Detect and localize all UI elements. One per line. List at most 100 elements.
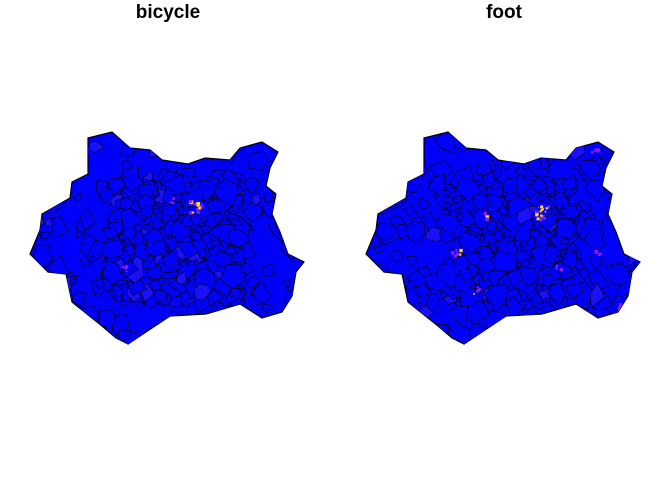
zone-polygon (628, 326, 640, 344)
hot-zone (192, 211, 195, 214)
zone-polygon (366, 161, 395, 184)
hot-zone (196, 202, 200, 206)
zone-polygon (373, 245, 383, 254)
zone-polygon (366, 142, 377, 166)
zone-polygon (142, 216, 152, 226)
zone-polygon (166, 135, 179, 149)
zone-polygon (219, 264, 246, 289)
zone-polygon (212, 211, 224, 224)
hot-zone (169, 201, 172, 204)
zone-polygon (458, 267, 473, 283)
zone-polygon (282, 279, 292, 288)
hot-zone (171, 202, 175, 205)
hot-zone (596, 148, 600, 152)
zone-polygon (111, 283, 125, 297)
panel-title-bicycle: bicycle (135, 2, 201, 23)
zone-polygon (100, 226, 119, 240)
zone-polygon (513, 249, 531, 264)
zone-polygon (486, 133, 497, 142)
zone-polygon (376, 308, 401, 328)
zone-polygon (366, 149, 382, 170)
zone-polygon (372, 299, 392, 318)
zone-polygon (425, 292, 441, 315)
zone-polygon (633, 139, 640, 149)
zone-polygon (272, 324, 289, 340)
hot-zone (619, 306, 622, 309)
zone-polygon (383, 294, 399, 309)
hot-zone (535, 213, 539, 217)
hot-zone (544, 210, 547, 213)
zone-polygon (277, 154, 292, 176)
zone-polygon (87, 325, 98, 336)
hot-zone (192, 202, 195, 205)
zone-polygon (484, 283, 509, 311)
hot-zone (451, 251, 455, 255)
zone-polygon (203, 132, 227, 149)
zone-polygon (172, 331, 194, 344)
zone-polygon (612, 295, 632, 311)
zone-polygon (404, 206, 420, 221)
hot-zone (555, 267, 558, 270)
zone-polygon (239, 323, 255, 337)
zone-polygon (480, 271, 491, 282)
zone-polygon (626, 292, 640, 318)
zone-polygon (405, 255, 417, 269)
zone-polygon (605, 196, 627, 223)
zone-polygon (87, 333, 97, 342)
zone-polygon (501, 213, 518, 232)
zone-polygon (284, 210, 304, 231)
zone-polygon (30, 273, 40, 287)
zone-polygon (618, 222, 632, 235)
hot-zone (540, 208, 544, 212)
zone-polygon (531, 176, 550, 194)
zone-polygon (397, 320, 416, 339)
zone-polygon (52, 153, 74, 172)
zone-polygon (625, 218, 640, 238)
hot-zone (541, 206, 545, 209)
zone-polygon (242, 317, 261, 339)
hot-zone (598, 253, 601, 256)
hot-zone (477, 286, 479, 288)
zone-polygon (35, 334, 46, 343)
zone-polygon (537, 212, 558, 232)
zone-polygon (122, 226, 137, 242)
hot-zone (172, 197, 176, 201)
zone-polygon (367, 140, 392, 159)
zone-polygon (43, 217, 54, 227)
zone-polygon (42, 174, 62, 195)
zone-polygon (162, 186, 176, 207)
map-panel-foot: foot (336, 0, 672, 480)
hot-zone (124, 265, 129, 270)
zone-polygon (235, 322, 261, 344)
zone-polygon (72, 149, 83, 161)
zone-polygon (388, 249, 405, 263)
hot-zone (543, 217, 546, 220)
zone-polygon (39, 231, 50, 240)
zone-polygon (613, 165, 631, 179)
hot-zone (591, 150, 594, 154)
hot-zone (454, 254, 457, 258)
zone-polygon (94, 277, 105, 290)
zone-polygon (262, 303, 274, 314)
zone-polygon (141, 225, 165, 245)
hot-zone (540, 214, 543, 217)
hot-zone (538, 206, 540, 209)
zone-polygon (261, 263, 276, 278)
zone-polygon (73, 192, 82, 202)
zone-polygon (626, 204, 640, 220)
zone-polygon (101, 260, 123, 286)
hot-zone (619, 303, 623, 307)
zone-polygon (405, 220, 425, 245)
zone-polygon (476, 161, 493, 176)
zone-polygon (108, 177, 125, 196)
zone-polygon (145, 239, 168, 257)
zone-polygon (507, 195, 533, 218)
zone-polygon (33, 272, 48, 289)
zone-polygon (229, 333, 241, 344)
choropleth-map-bicycle (29, 131, 305, 345)
hot-zone (189, 199, 193, 203)
zone-polygon (445, 195, 454, 207)
zone-polygon (255, 339, 265, 344)
zone-polygon (121, 159, 133, 171)
zone-polygon (399, 324, 422, 344)
